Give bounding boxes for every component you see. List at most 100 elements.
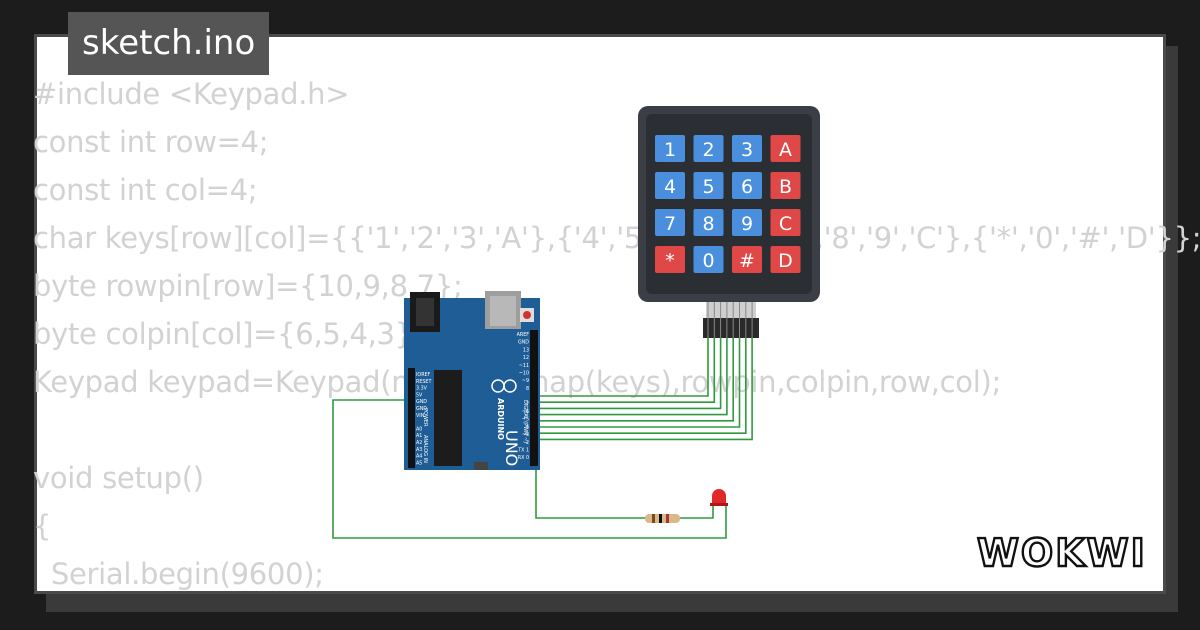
- pin-label: ~11: [519, 363, 529, 369]
- keypad-key[interactable]: 3: [732, 135, 762, 162]
- keypad-key-label: B: [779, 176, 792, 198]
- pin-label: 3.3V: [416, 386, 428, 392]
- pin-label: GND: [416, 399, 427, 405]
- pin-label: 13: [523, 347, 529, 353]
- keypad-key[interactable]: 2: [693, 135, 724, 162]
- wokwi-logo: WOKWI: [976, 530, 1147, 576]
- keypad-ribbon: [706, 302, 756, 320]
- code-preview: #include <Keypad.h>const int row=4;const…: [33, 70, 1200, 598]
- keypad-key-label: 1: [664, 139, 676, 161]
- code-line: const int col=4;: [33, 173, 258, 207]
- code-line: void setup(): [33, 461, 204, 495]
- pin-label: GND: [518, 340, 529, 346]
- wire-keypad-pin: [540, 338, 722, 410]
- keypad-key[interactable]: C: [770, 209, 801, 236]
- keypad-key[interactable]: 1: [655, 135, 685, 162]
- wire-keypad-pin: [540, 338, 753, 441]
- keypad-key[interactable]: 5: [693, 172, 724, 199]
- keypad-key-label: 4: [664, 176, 676, 198]
- pin-label: A1: [416, 433, 422, 439]
- pin-label: 2: [526, 440, 529, 446]
- keypad-key[interactable]: 4: [655, 172, 685, 199]
- code-line: byte colpin[col]={6,5,4,3};: [33, 317, 423, 351]
- arduino-brand: ARDUINO: [496, 398, 505, 440]
- pin-label: A3: [416, 447, 422, 453]
- resistor[interactable]: [645, 514, 680, 523]
- code-line: {: [33, 509, 52, 543]
- pin-label: IOREF: [416, 372, 431, 378]
- left-header: [408, 368, 415, 468]
- wires: [332, 338, 753, 539]
- arduino-model: UNO: [502, 430, 521, 466]
- pin-label: A5: [416, 460, 422, 466]
- keypad-key[interactable]: 7: [655, 209, 685, 236]
- wire-keypad-pin: [540, 338, 716, 404]
- keypad-key-label: C: [779, 213, 792, 235]
- pin-label: ~6: [522, 409, 529, 415]
- keypad-key-label: 7: [664, 213, 676, 235]
- keypad-key-label: 9: [741, 213, 753, 235]
- pin-label: VIN: [416, 413, 425, 419]
- keypad-key-label: 0: [702, 250, 714, 272]
- wire-keypad-pin: [540, 338, 728, 416]
- keypad-key[interactable]: A: [770, 135, 801, 162]
- pin-label: ~5: [522, 417, 529, 423]
- pin-label: RESET: [416, 379, 431, 385]
- pin-label: GND: [416, 406, 427, 412]
- pin-label: A2: [416, 440, 422, 446]
- wire-keypad-pin: [540, 338, 735, 422]
- pin-label: 5V: [416, 392, 423, 398]
- wire-d13-resistor: [535, 468, 645, 519]
- code-line: Serial.begin(9600);: [33, 557, 324, 591]
- keypad-key-label: 8: [702, 213, 714, 235]
- keypad-key-label: *: [665, 250, 675, 272]
- keypad-key-label: 3: [741, 139, 753, 161]
- analog-label: ANALOG IN: [422, 435, 428, 463]
- wire-resistor-led: [680, 505, 714, 519]
- power-label: POWER: [422, 408, 428, 427]
- pin-label: ~3: [522, 432, 529, 438]
- pin-label: TX 1: [517, 448, 529, 454]
- wokwi-logo-text: WOKWI: [977, 531, 1147, 575]
- arduino-uno[interactable]: ARDUINO UNO DIGITAL (PWM ~) POWER ANALOG…: [404, 291, 540, 470]
- wire-led-gnd: [332, 399, 727, 539]
- keypad-key-label: 2: [702, 139, 714, 161]
- pin-label: 8: [526, 386, 529, 392]
- pin-label: 4: [526, 424, 529, 430]
- led-body: [712, 489, 726, 505]
- keypad-key-label: 5: [702, 176, 714, 198]
- file-title-tab[interactable]: sketch.ino: [68, 12, 270, 75]
- pin-label: AREF: [517, 332, 530, 338]
- code-line: byte rowpin[row]={10,9,8,7};: [33, 269, 463, 303]
- keypad-key[interactable]: 6: [732, 172, 762, 199]
- code-line: Keypad keypad=Keypad(makeKeymap(keys),ro…: [33, 365, 1001, 399]
- keypad-key-label: #: [739, 250, 755, 272]
- digital-label: DIGITAL (PWM ~): [522, 400, 528, 443]
- pin-label: A0: [416, 426, 422, 432]
- wire-keypad-pin: [540, 338, 709, 397]
- preview-card: [34, 34, 1166, 594]
- led[interactable]: [710, 489, 728, 506]
- wire-keypad-pin: [540, 338, 747, 435]
- pin-label: A4: [416, 454, 422, 460]
- pin-label: ~9: [522, 378, 529, 384]
- keypad-key[interactable]: 9: [732, 209, 762, 236]
- keypad-key[interactable]: 0: [693, 246, 724, 273]
- keypad-key-label: A: [779, 139, 792, 161]
- keypad-key[interactable]: #: [732, 246, 762, 273]
- wire-keypad-pin: [540, 338, 741, 428]
- keypad-key[interactable]: 8: [693, 209, 724, 236]
- keypad-key[interactable]: *: [655, 246, 685, 273]
- pin-label: 12: [523, 355, 529, 361]
- keypad-key[interactable]: B: [770, 172, 801, 199]
- keypad-connector: [703, 318, 759, 338]
- icsp-header: [474, 462, 488, 470]
- right-header: [530, 330, 538, 466]
- keypad-key[interactable]: D: [770, 246, 801, 273]
- pin-label: ~10: [519, 371, 529, 377]
- pin-label: 7: [526, 401, 529, 407]
- keypad-key-label: D: [778, 250, 793, 272]
- pin-label: RX 0: [518, 455, 529, 461]
